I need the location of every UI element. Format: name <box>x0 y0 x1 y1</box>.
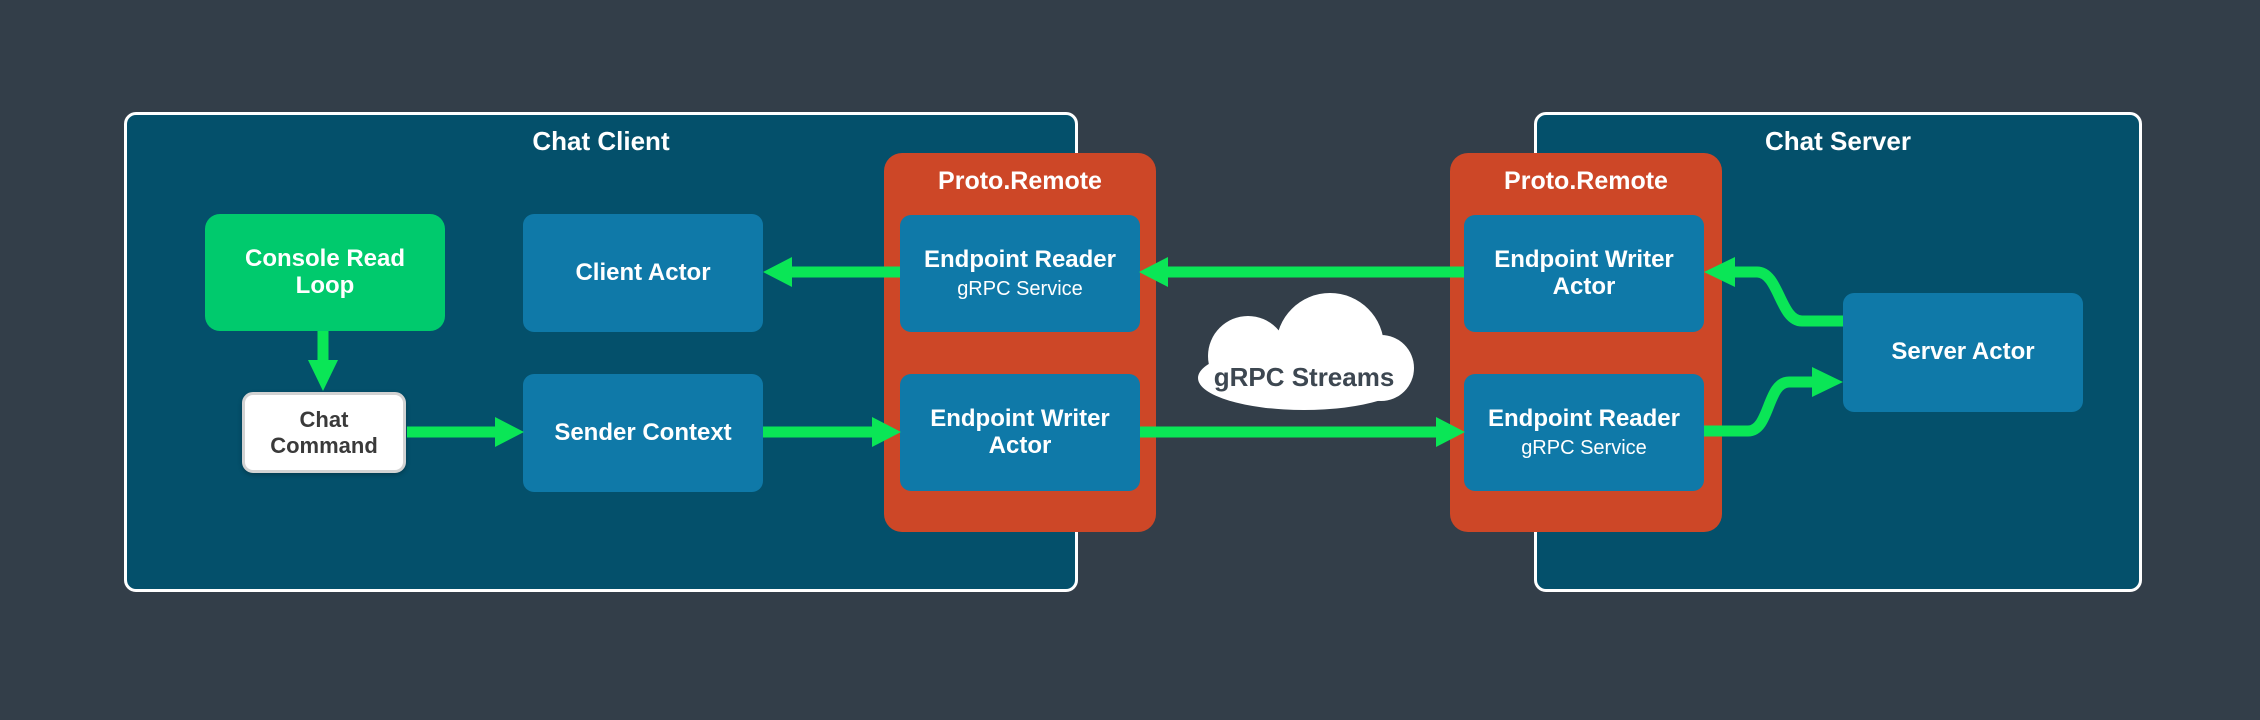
proto-remote-left-title: Proto.Remote <box>938 167 1102 195</box>
chat-server-title: Chat Server <box>1765 126 1911 156</box>
chat-command-label: Chat Command <box>270 406 378 458</box>
endpoint-reader-left-label: Endpoint Reader <box>923 245 1116 273</box>
client-actor-node: Client Actor <box>523 214 763 332</box>
arrow-writer-right-to-reader-left <box>1139 257 1464 287</box>
console-read-loop-node: Console Read Loop <box>205 214 445 331</box>
endpoint-writer-right-node: Endpoint Writer Actor <box>1464 215 1704 332</box>
chat-command-node: Chat Command <box>242 392 406 473</box>
client-actor-label: Client Actor <box>575 258 711 286</box>
endpoint-reader-right-label: Endpoint Reader <box>1487 404 1680 432</box>
grpc-streams-label: gRPC Streams <box>1213 362 1395 392</box>
endpoint-writer-right-label: Endpoint Writer Actor <box>1494 245 1674 300</box>
proto-remote-right-title: Proto.Remote <box>1504 167 1668 195</box>
console-read-loop-label: Console Read Loop <box>244 244 406 299</box>
endpoint-reader-left-node: Endpoint Reader gRPC Service <box>900 215 1140 332</box>
arrow-writer-left-to-reader-right <box>1140 417 1465 447</box>
endpoint-writer-left-node: Endpoint Writer Actor <box>900 374 1140 491</box>
sender-context-label: Sender Context <box>554 418 732 446</box>
endpoint-reader-right-node: Endpoint Reader gRPC Service <box>1464 374 1704 491</box>
server-actor-node: Server Actor <box>1843 293 2083 412</box>
sender-context-node: Sender Context <box>523 374 763 492</box>
server-actor-label: Server Actor <box>1891 338 2035 366</box>
endpoint-reader-right-sublabel: gRPC Service <box>1521 436 1647 459</box>
chat-client-title: Chat Client <box>532 126 670 156</box>
endpoint-reader-left-sublabel: gRPC Service <box>957 277 1083 300</box>
endpoint-writer-left-label: Endpoint Writer Actor <box>930 404 1110 459</box>
